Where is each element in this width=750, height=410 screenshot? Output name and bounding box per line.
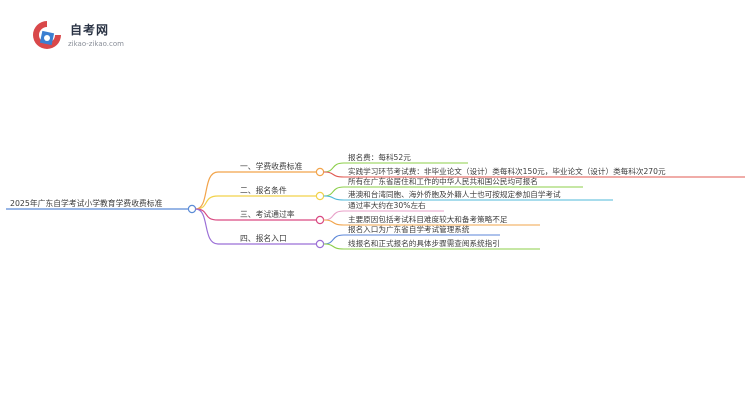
branch-connector xyxy=(195,195,219,210)
branch-label: 四、报名入口 xyxy=(240,234,287,243)
branch-label: 二、报名条件 xyxy=(240,186,287,195)
leaf-label: 通过率大约在30%左右 xyxy=(348,201,426,210)
branch-label: 一、学费收费标准 xyxy=(240,162,303,171)
site-domain: zikao-zikao.com xyxy=(68,40,124,48)
leaf-label: 所有在广东省居住和工作的中华人民共和国公民均可报名 xyxy=(348,177,538,186)
leaf-label: 主要原因包括考试科目难度较大和备考策略不足 xyxy=(348,215,508,224)
leaf-connector xyxy=(323,219,345,226)
leaf-connector xyxy=(323,234,345,245)
site-name: 自考网 xyxy=(70,23,110,37)
branch-connector xyxy=(195,208,219,245)
branch-connector xyxy=(195,208,219,221)
leaf-label: 线报名和正式报名的具体步骤需查阅系统指引 xyxy=(348,239,500,248)
leaf-connector xyxy=(323,210,345,221)
leaf-connector xyxy=(323,171,345,178)
leaf-connector xyxy=(323,162,345,173)
logo-icon xyxy=(33,21,61,49)
branch-node xyxy=(315,167,325,177)
branch-connector xyxy=(195,171,219,210)
leaf-connector xyxy=(323,195,345,201)
leaf-label: 报名入口为广东省自学考试管理系统 xyxy=(348,225,470,234)
branch-node xyxy=(315,239,325,249)
branch-node xyxy=(315,191,325,201)
leaf-label: 报名费：每科52元 xyxy=(348,153,411,162)
branch-label: 三、考试通过率 xyxy=(240,210,295,219)
root-node xyxy=(187,204,197,214)
leaf-connector xyxy=(323,243,345,250)
leaf-label: 实践学习环节考试费：非毕业论文（设计）类每科次150元，毕业论文（设计）类每科次… xyxy=(348,167,666,176)
mindmap-root: 2025年广东自学考试小学教育学费收费标准 xyxy=(10,199,163,208)
branch-node xyxy=(315,215,325,225)
leaf-connector xyxy=(323,186,345,197)
leaf-label: 港澳和台湾同胞、海外侨胞及外籍人士也可按规定参加自学考试 xyxy=(348,190,561,199)
site-logo[interactable]: 自考网 zikao-zikao.com xyxy=(30,18,140,54)
